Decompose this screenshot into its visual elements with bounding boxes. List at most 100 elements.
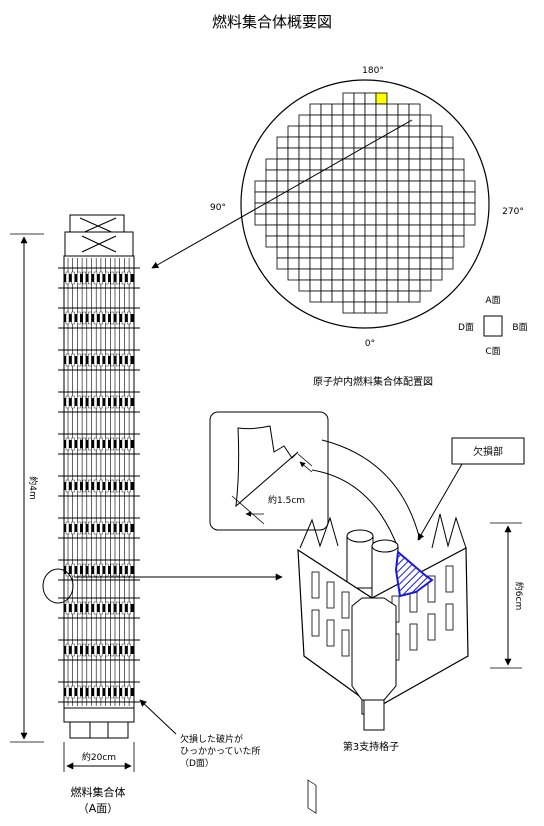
- fuel-cell: [386, 202, 399, 215]
- fuel-cell: [320, 114, 333, 127]
- fuel-cell: [342, 213, 355, 226]
- spacer-band: [58, 433, 140, 455]
- fuel-cell: [254, 191, 267, 204]
- fuel-cell: [441, 257, 454, 270]
- fuel-cell: [386, 213, 399, 226]
- fuel-cell: [397, 279, 410, 292]
- fuel-cell: [276, 147, 289, 160]
- fuel-cell: [320, 147, 333, 160]
- spacer-grids: [58, 267, 140, 703]
- fuel-cell: [441, 246, 454, 259]
- fuel-cell: [419, 268, 432, 281]
- upper-tie-plate: [64, 214, 134, 257]
- fuel-cell: [463, 202, 476, 215]
- fuel-cell: [353, 246, 366, 259]
- fuel-cell: [419, 147, 432, 160]
- fuel-cell: [386, 169, 399, 182]
- spacer-window: [409, 623, 418, 651]
- fuel-cell: [419, 191, 432, 204]
- fuel-cell: [298, 257, 311, 270]
- spacer-band: [58, 559, 140, 581]
- fuel-cell: [353, 92, 366, 105]
- fuel-cell: [287, 191, 300, 204]
- fuel-cell: [375, 191, 388, 204]
- fuel-cell: [386, 279, 399, 292]
- fuel-cell: [452, 213, 465, 226]
- fuel-cell: [375, 268, 388, 281]
- fuel-cell: [364, 114, 377, 127]
- fuel-cell: [430, 268, 443, 281]
- fuel-cell: [375, 103, 388, 116]
- fuel-cell: [309, 191, 322, 204]
- fuel-cell: [320, 136, 333, 149]
- fuel-cell: [430, 224, 443, 237]
- fuel-cell: [364, 125, 377, 138]
- fuel-cell: [331, 235, 344, 248]
- fuel-cell: [342, 180, 355, 193]
- spacer-band: [58, 597, 140, 619]
- face-orientation-square: [483, 315, 503, 337]
- fuel-cell: [353, 213, 366, 226]
- fuel-cell: [309, 213, 322, 226]
- fuel-cell: [331, 213, 344, 226]
- fuel-cell: [386, 114, 399, 127]
- spacer-window: [311, 571, 320, 599]
- fuel-cell: [353, 224, 366, 237]
- fuel-cell: [397, 235, 410, 248]
- fuel-cell: [386, 147, 399, 160]
- lower-tie-plate: [63, 707, 135, 739]
- detail-callout-curve-2: [311, 469, 399, 549]
- fuel-cell: [331, 246, 344, 259]
- spacer-band: [58, 517, 140, 539]
- fuel-cell: [375, 246, 388, 259]
- fuel-cell: [419, 125, 432, 138]
- fuel-cell: [265, 169, 278, 182]
- fuel-cell: [353, 301, 366, 314]
- fuel-cell: [375, 213, 388, 226]
- fuel-cell: [265, 213, 278, 226]
- fuel-cell: [408, 147, 421, 160]
- fuel-cell: [408, 180, 421, 193]
- spacer-height-dimension: 約6cm: [490, 522, 525, 669]
- spacer-window: [427, 575, 436, 603]
- height-dimension: 約4m: [10, 233, 44, 743]
- fuel-cell: [342, 169, 355, 182]
- fuel-cell: [331, 125, 344, 138]
- fuel-cell: [419, 279, 432, 292]
- fuel-cell: [320, 191, 333, 204]
- fuel-cell: [430, 125, 443, 138]
- fuel-cell: [408, 191, 421, 204]
- defect-area: [394, 550, 434, 598]
- fuel-cell: [265, 235, 278, 248]
- fuel-cell: [397, 257, 410, 270]
- fuel-cell: [331, 279, 344, 292]
- fuel-cell: [441, 202, 454, 215]
- fuel-cell: [408, 125, 421, 138]
- fuel-cell: [342, 92, 355, 105]
- fuel-cell: [364, 169, 377, 182]
- fuel-cell: [463, 191, 476, 204]
- spacer-window: [427, 613, 436, 641]
- fragment-note-arrow: [139, 699, 177, 735]
- fuel-cell: [287, 136, 300, 149]
- fuel-cell: [386, 246, 399, 259]
- fuel-cell: [364, 103, 377, 116]
- fuel-cell: [342, 103, 355, 116]
- fuel-cell: [397, 180, 410, 193]
- fuel-cell: [364, 279, 377, 292]
- fuel-cell: [276, 169, 289, 182]
- fuel-cell: [265, 224, 278, 237]
- fuel-cell: [331, 136, 344, 149]
- spacer-window: [445, 565, 454, 593]
- fuel-cell: [441, 169, 454, 182]
- fuel-cell: [287, 180, 300, 193]
- width-dimension: 約20cm: [63, 742, 135, 772]
- fuel-cell: [298, 136, 311, 149]
- fuel-cell: [342, 290, 355, 303]
- fuel-cell: [276, 235, 289, 248]
- highlighted-fuel-cell: [375, 92, 388, 105]
- fuel-cell: [298, 125, 311, 138]
- fuel-cell: [342, 158, 355, 171]
- fuel-cell: [364, 290, 377, 303]
